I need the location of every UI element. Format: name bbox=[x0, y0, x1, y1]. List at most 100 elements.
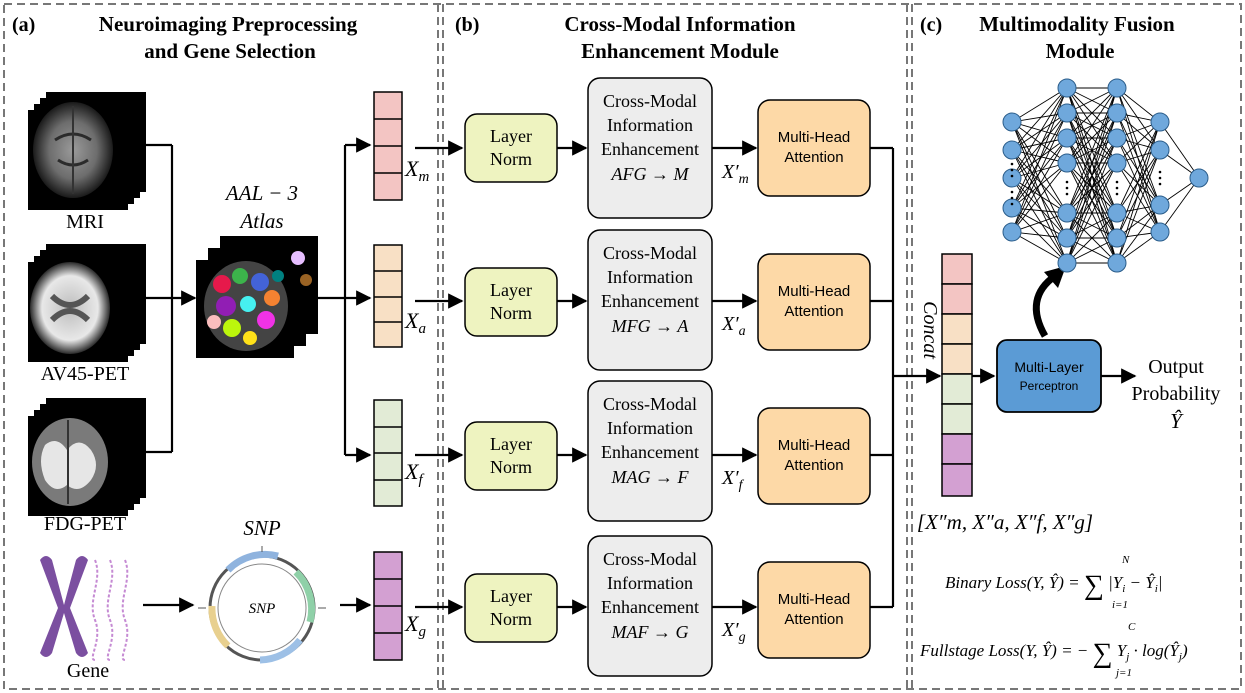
panel-borders bbox=[3, 3, 1242, 690]
panel-c-label: (c) bbox=[920, 14, 942, 36]
feature-vector-xa bbox=[373, 244, 403, 348]
cmie-a-line2: Information bbox=[607, 267, 693, 287]
nn-edge bbox=[1116, 137, 1161, 206]
nn-edge bbox=[1066, 87, 1118, 139]
xa-label: Xa bbox=[404, 308, 426, 337]
fullstage-loss-lower: j=1 bbox=[1114, 667, 1132, 679]
nn-edge bbox=[1116, 87, 1161, 151]
nn-node bbox=[1057, 103, 1077, 123]
enhanced-xa-main: X′ bbox=[721, 313, 739, 335]
enhanced-xg-sub: g bbox=[739, 630, 746, 645]
mha-box-g bbox=[757, 561, 871, 659]
chromosome-icon bbox=[40, 556, 129, 661]
binary-loss-sum: ∑ bbox=[1084, 570, 1104, 601]
mri-scan-stack bbox=[28, 92, 146, 210]
nn-edge bbox=[1011, 177, 1068, 214]
layer-norm-m-line1: Layer bbox=[490, 126, 532, 146]
nn-node bbox=[1107, 78, 1127, 98]
xg-label-main: X bbox=[404, 611, 420, 636]
row-m: Layer Norm Cross-Modal Information Enhan… bbox=[415, 77, 871, 219]
mha-g-line1: Multi-Head bbox=[778, 591, 851, 608]
xf-label: Xf bbox=[404, 459, 424, 488]
fullstage-loss-body: Y bbox=[1117, 641, 1128, 660]
nn-node bbox=[1057, 153, 1077, 173]
nn-edge bbox=[1011, 212, 1068, 233]
nn-node bbox=[1107, 253, 1127, 273]
layer-norm-a-line1: Layer bbox=[490, 280, 532, 300]
layer-norm-box-f bbox=[464, 421, 558, 491]
mha-a-line2: Attention bbox=[784, 303, 843, 320]
nn-edge bbox=[1011, 137, 1068, 233]
nn-node bbox=[1107, 153, 1127, 173]
nn-edge bbox=[1011, 162, 1068, 233]
enhanced-xm-label: X′m bbox=[721, 161, 749, 187]
panel-c-title-line1: Multimodality Fusion bbox=[979, 12, 1175, 36]
atlas-to-features-connector bbox=[318, 137, 372, 463]
output-line2: Probability bbox=[1132, 383, 1221, 405]
binary-loss-name: Binary Loss bbox=[945, 573, 1027, 592]
layer-norm-g-line1: Layer bbox=[490, 586, 532, 606]
binary-loss-close: | bbox=[1158, 573, 1163, 592]
snp-label: SNP bbox=[243, 516, 281, 540]
av45-pet-scan-stack bbox=[28, 244, 146, 362]
binary-loss-sub-i2: i bbox=[1155, 583, 1158, 595]
nn-edge bbox=[1011, 121, 1068, 139]
binary-loss-upper: N bbox=[1121, 554, 1130, 566]
nn-edge bbox=[1011, 87, 1068, 209]
cmie-m-line3: Enhancement bbox=[601, 139, 699, 159]
nn-ellipsis-dot bbox=[1065, 180, 1069, 184]
xg-label: Xg bbox=[404, 611, 426, 640]
enhanced-xf-label: X′f bbox=[721, 467, 745, 493]
nn-node bbox=[1150, 112, 1170, 132]
binary-loss-minus: − Ŷ bbox=[1125, 573, 1156, 592]
xm-label: Xm bbox=[404, 156, 429, 185]
mha-m-line2: Attention bbox=[784, 149, 843, 166]
xf-label-main: X bbox=[404, 459, 420, 484]
nn-ellipsis-dot bbox=[1115, 180, 1119, 184]
fullstage-loss-sub-j: j bbox=[1124, 651, 1129, 663]
nn-edge bbox=[1011, 149, 1068, 239]
layer-norm-m-line2: Norm bbox=[490, 149, 532, 169]
mha-f-line1: Multi-Head bbox=[778, 437, 851, 454]
nn-edge bbox=[1116, 121, 1161, 164]
snp-plasmid-label: SNP bbox=[249, 601, 276, 617]
row-f: Layer Norm Cross-Modal Information Enhan… bbox=[415, 380, 871, 522]
panel-b-title-line2: Enhancement Module bbox=[581, 39, 779, 63]
neural-network-icon bbox=[1002, 78, 1209, 273]
fdg-pet-scan-stack bbox=[28, 398, 146, 516]
nn-ellipsis-dot bbox=[1010, 202, 1014, 206]
nn-node bbox=[1107, 228, 1127, 248]
nn-node bbox=[1057, 78, 1077, 98]
row-a: Layer Norm Cross-Modal Information Enhan… bbox=[415, 229, 871, 371]
layer-norm-box-m bbox=[464, 113, 558, 183]
nn-node bbox=[1150, 195, 1170, 215]
nn-ellipsis-dot bbox=[1010, 168, 1014, 172]
xf-label-sub: f bbox=[418, 472, 424, 488]
cmie-g-line1: Cross-Modal bbox=[603, 549, 697, 569]
fullstage-loss-upper: C bbox=[1128, 621, 1136, 633]
fullstage-loss-sum: ∑ bbox=[1093, 638, 1113, 669]
nn-edge bbox=[1011, 162, 1068, 179]
cmie-f-line3: Enhancement bbox=[601, 442, 699, 462]
binary-loss-body: |Y bbox=[1108, 573, 1124, 592]
layer-norm-box-a bbox=[464, 267, 558, 337]
nn-edge bbox=[1116, 121, 1161, 214]
cmie-a-formula: MFG → A bbox=[611, 316, 690, 336]
binary-loss-sub-i: i bbox=[1122, 583, 1125, 595]
nn-ellipsis-dot bbox=[1010, 174, 1014, 178]
nn-node bbox=[1150, 222, 1170, 242]
mri-label: MRI bbox=[66, 211, 104, 233]
cmie-box-f bbox=[587, 380, 713, 522]
nn-edge bbox=[1011, 121, 1068, 214]
nn-ellipsis-dot bbox=[1158, 182, 1162, 186]
panel-c-title-line2: Module bbox=[1046, 39, 1115, 63]
nn-edge bbox=[1066, 162, 1118, 264]
nn-node bbox=[1057, 203, 1077, 223]
cmie-m-formula: AFG → M bbox=[611, 164, 690, 184]
nn-node bbox=[1002, 140, 1022, 160]
nn-edge bbox=[1011, 112, 1068, 151]
enhanced-xg-label: X′g bbox=[721, 619, 746, 645]
nn-edge bbox=[1159, 121, 1200, 179]
mha-a-line1: Multi-Head bbox=[778, 283, 851, 300]
concat-vector bbox=[941, 253, 973, 497]
